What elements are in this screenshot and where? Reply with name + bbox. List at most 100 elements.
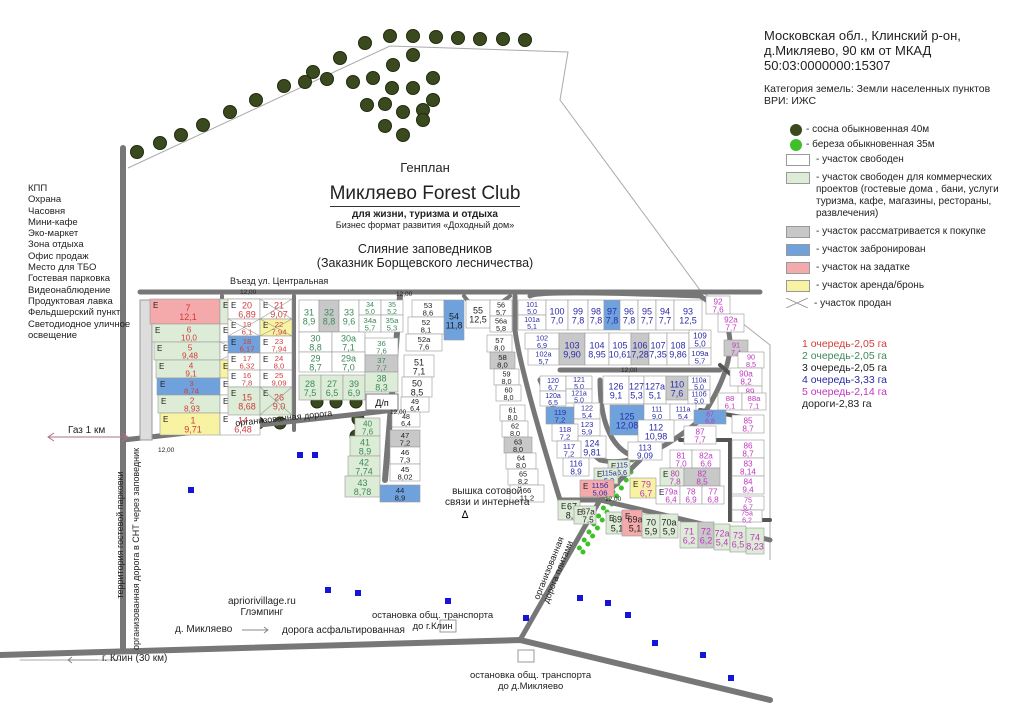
plot-shape[interactable] [227, 386, 261, 416]
plot-shape[interactable] [584, 332, 610, 366]
plot-49[interactable]: 496,4 [400, 396, 430, 413]
plot-21[interactable]: 219,07E [259, 298, 293, 320]
plot-50[interactable]: 508,5 [401, 376, 433, 398]
plot-78[interactable]: 786,9 [679, 485, 703, 505]
plot-97[interactable]: 977,8 [603, 299, 621, 331]
plot-shape[interactable] [149, 298, 221, 325]
plot-19[interactable]: 196,1E [227, 318, 261, 337]
plot-85[interactable]: 858,7 [731, 414, 765, 434]
plot-35[interactable]: 355,2 [380, 299, 404, 316]
plot-shape[interactable] [558, 332, 586, 366]
plot-94[interactable]: 947,7 [655, 299, 675, 331]
plot-14[interactable]: 146,48E [219, 412, 261, 436]
plot-61[interactable]: 618,0 [499, 404, 526, 422]
plot-22[interactable]: 227,94E [259, 318, 293, 337]
plot-44[interactable]: 448,9 [379, 484, 421, 503]
plot-99[interactable]: 997,8 [567, 299, 589, 331]
plot-26[interactable]: 269,0E [259, 386, 293, 416]
plot-shape[interactable] [745, 527, 765, 555]
plot-7[interactable]: 712,1E [149, 298, 221, 325]
plot-2[interactable]: 28,93E [157, 394, 221, 414]
plot-34[interactable]: 345,0 [358, 299, 382, 316]
plot-92[interactable]: 927,6 [705, 295, 731, 315]
plot-41[interactable]: 418,9 [349, 435, 381, 457]
plot-shape[interactable] [579, 479, 615, 498]
plot-64[interactable]: 648,0 [505, 452, 537, 470]
plot-43[interactable]: 438,78 [344, 475, 381, 498]
plot-47[interactable]: 477,2 [389, 429, 421, 448]
plot-57[interactable]: 578,0 [486, 334, 513, 353]
plot-shape[interactable] [731, 509, 763, 523]
plot-23[interactable]: 237,94E [259, 335, 293, 354]
plot-5[interactable]: 59,48E [153, 341, 221, 361]
plot-shape[interactable] [391, 411, 421, 428]
plot-90[interactable]: 908,5 [737, 351, 765, 369]
plot-4[interactable]: 49,1E [155, 359, 221, 379]
plot-74[interactable]: 748,23 [745, 527, 765, 555]
plot-82[interactable]: 828,5 [683, 467, 721, 487]
plot-shape[interactable] [465, 299, 491, 329]
plot-shape[interactable] [731, 475, 765, 495]
plot-72[interactable]: 726,2 [697, 521, 715, 549]
plot-42[interactable]: 427,74 [347, 455, 381, 477]
plot-shape[interactable] [489, 315, 513, 333]
plot-69[interactable]: 695,1E [605, 511, 623, 535]
plot-29[interactable]: 298,7 [298, 351, 333, 373]
plot-shape[interactable] [562, 457, 590, 477]
plot-36[interactable]: 367,6 [364, 337, 399, 356]
plot-40[interactable]: 407,6 [354, 417, 381, 437]
plot-shape[interactable] [509, 484, 545, 503]
plot-52[interactable]: 528,1 [407, 316, 445, 335]
plot-63[interactable]: 638,0 [503, 436, 533, 454]
plot-87[interactable]: 876,8 [693, 409, 727, 426]
plot-shape[interactable] [379, 484, 421, 503]
plot-79[interactable]: 796,7E [629, 477, 657, 499]
plot-87[interactable]: 877,7 [683, 425, 717, 445]
plot-28[interactable]: 287,5 [298, 374, 322, 401]
plot-98[interactable]: 987,8 [587, 299, 605, 331]
plot-25[interactable]: 259,09E [259, 369, 293, 388]
plot-33[interactable]: 339,6 [338, 299, 360, 333]
plot-24[interactable]: 248,0E [259, 352, 293, 371]
plot-18[interactable]: 186,17E [227, 335, 261, 354]
plot-86[interactable]: 868,7 [731, 439, 765, 459]
plot-shape[interactable] [683, 425, 717, 445]
plot-shape[interactable] [731, 414, 765, 434]
plot-shape[interactable] [687, 389, 711, 405]
plot-17[interactable]: 176,32E [227, 352, 261, 371]
plot-31[interactable]: 318,9 [298, 299, 320, 333]
plot-shape[interactable] [389, 463, 421, 482]
plot-51[interactable]: 517,1 [403, 354, 435, 378]
plot-70[interactable]: 705,9 [641, 513, 661, 539]
plot-shape[interactable] [741, 392, 767, 411]
plot-38[interactable]: 388,3 [364, 371, 399, 393]
plot-59[interactable]: 598,0 [493, 368, 520, 386]
